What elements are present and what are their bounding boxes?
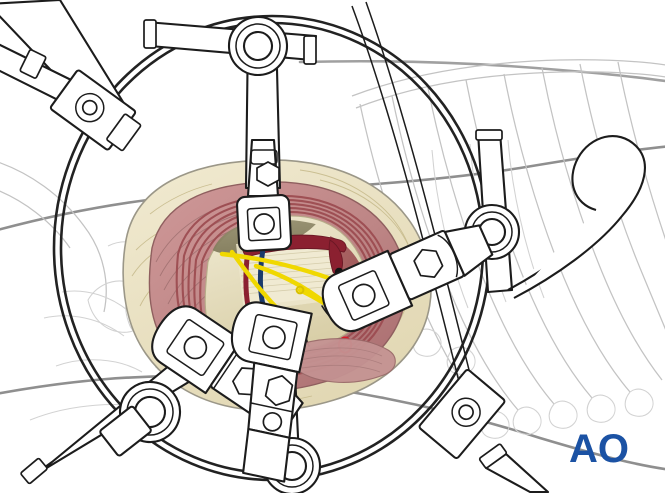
- clamp-lower-right[interactable]: [418, 368, 506, 460]
- clamp-lower-left[interactable]: [91, 370, 193, 468]
- torso-contour-top: [298, 59, 665, 83]
- ao-logo: AO: [569, 427, 629, 471]
- tissue-hook[interactable]: [507, 135, 646, 299]
- blade-right[interactable]: [315, 213, 498, 339]
- rod-end-cap-right: [475, 129, 503, 141]
- rod-end-cap-lower-right: [478, 443, 508, 469]
- blade-lower-mid[interactable]: [204, 298, 320, 483]
- rod-arc-right-outer[interactable]: [351, 5, 467, 411]
- rod-end-cap-a: [19, 49, 47, 79]
- vertebral-outline: [0, 162, 175, 421]
- retractor-blades[interactable]: [143, 194, 498, 483]
- clamp-top[interactable]: [227, 15, 289, 77]
- rod-end-cap-top-right: [303, 35, 317, 65]
- ao-logo-text: AO: [569, 427, 629, 471]
- blade-top[interactable]: [236, 194, 293, 252]
- tissue-flap-texture: [299, 347, 383, 373]
- nerve-junction: [295, 285, 305, 295]
- rod-arc-right-inner[interactable]: [365, 1, 479, 407]
- hex-bolt-vertical-arm: [256, 161, 280, 187]
- rod-end-cap-top-left: [143, 19, 157, 49]
- clamp-upper-left[interactable]: [49, 69, 146, 157]
- rod-end-cap-lower-left: [20, 457, 48, 485]
